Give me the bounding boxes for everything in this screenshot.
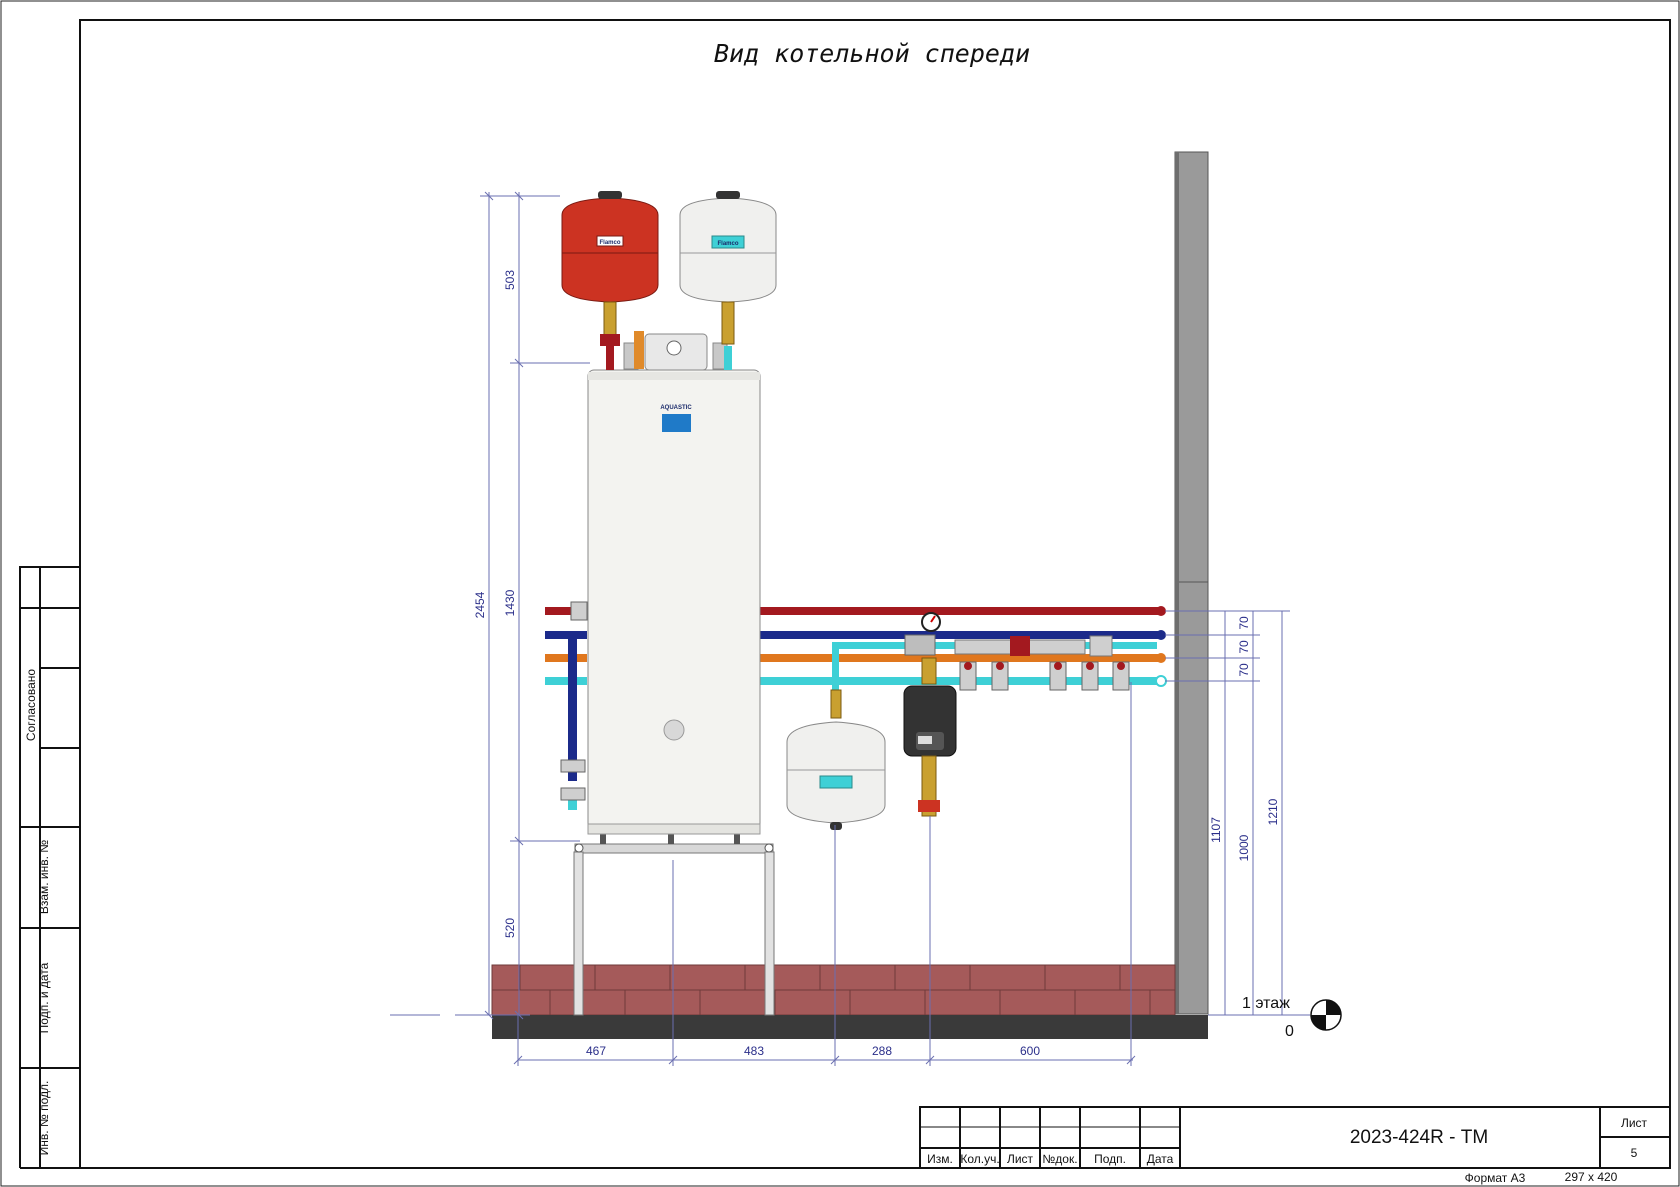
red-vessel-brand: Flamco [599,240,620,246]
title-block [919,1106,1671,1169]
side-agreed-label: Согласовано [24,669,38,741]
side-inv-replace-label: Взам. инв. № [37,840,51,914]
dim-width-2: 483 [744,1044,764,1058]
boiler-brand: AQUASTIC [660,405,692,411]
side-stamp [19,566,81,1169]
dim-top-pipe-height: 1210 [1266,798,1280,825]
white-expansion-vessel: Flamco [679,191,777,370]
level-value: 0 [1285,1023,1294,1040]
dim-total-height: 2454 [473,591,487,618]
dim-pipe-gap-3: 70 [1237,663,1251,677]
dimension-lines [390,191,1300,1066]
boiler: AQUASTIC [560,331,761,835]
dim-boiler-height: 1430 [503,589,517,616]
format-size: 297 x 420 [1565,1170,1618,1184]
dim-pipe-gap-2: 70 [1237,640,1251,654]
small-expansion-vessel [786,689,886,830]
white-vessel-brand: Flamco [717,241,738,247]
tb-col-podp: Подп. [1094,1152,1126,1166]
tb-col-list: Лист [1007,1152,1034,1166]
red-expansion-vessel: Flamco [561,191,659,370]
dim-width-4: 600 [1020,1044,1040,1058]
drawing-title: Вид котельной спереди [714,39,1030,68]
manifold-and-pump [903,612,1130,817]
dim-stand-height: 520 [503,918,517,938]
dim-width-1: 467 [586,1044,606,1058]
tb-col-ndok: №док. [1042,1152,1077,1166]
dim-width-3: 288 [872,1044,892,1058]
tb-col-koluch: Кол.уч. [960,1152,999,1166]
level-marker [1208,999,1342,1031]
level-name: 1 этаж [1242,995,1290,1012]
side-sign-date-label: Подп. и дата [37,962,51,1033]
dim-return-height: 1000 [1237,834,1251,861]
tb-col-data: Дата [1147,1152,1174,1166]
sheet-label: Лист [1621,1116,1648,1130]
document-code: 2023-424R - ТМ [1350,1127,1488,1148]
floor [491,964,1208,1039]
wall [1174,151,1209,1015]
boiler-display [662,414,691,432]
dim-supply-height: 1107 [1209,817,1223,843]
dim-vessel-height: 503 [503,270,517,290]
side-inv-orig-label: Инв. № подл. [37,1081,51,1156]
sheet-number: 5 [1631,1146,1638,1160]
format-label: Формат А3 [1465,1171,1526,1185]
tb-col-izm: Изм. [927,1152,953,1166]
boiler-stand [573,834,775,1016]
dim-pipe-gap-1: 70 [1237,616,1251,630]
